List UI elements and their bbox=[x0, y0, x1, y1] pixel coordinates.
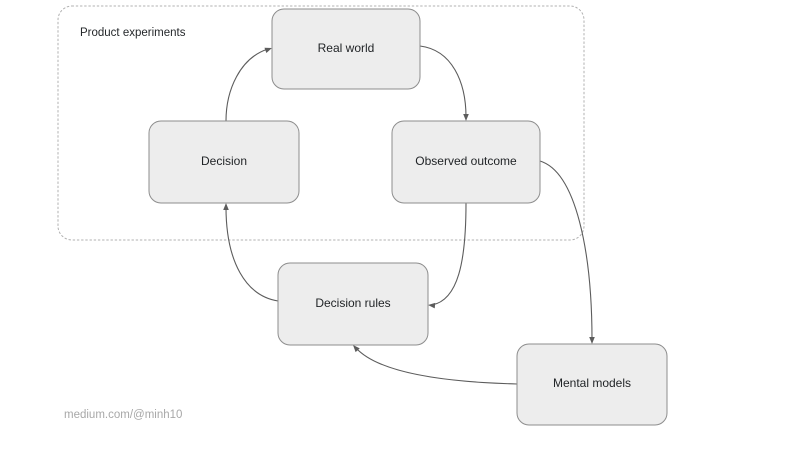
arrowhead-icon bbox=[264, 47, 272, 54]
node-shape[interactable] bbox=[271, 8, 421, 90]
edge-decision-rules-to-decision bbox=[223, 203, 279, 302]
arrowhead-icon bbox=[353, 345, 360, 353]
node-observed-outcome[interactable]: Observed outcome bbox=[391, 120, 541, 204]
node-shape[interactable] bbox=[277, 262, 429, 346]
arrowhead-icon bbox=[589, 337, 595, 344]
node-label: Real world bbox=[318, 41, 375, 55]
edge-path bbox=[355, 347, 518, 385]
node-decision-rules[interactable]: Decision rules bbox=[277, 262, 429, 346]
arrowhead-icon bbox=[463, 114, 469, 121]
node-shape[interactable] bbox=[391, 120, 541, 204]
node-decision[interactable]: Decision bbox=[148, 120, 300, 204]
edge-path bbox=[225, 206, 279, 302]
node-shape[interactable] bbox=[516, 343, 668, 426]
edge-decision-to-real-world bbox=[225, 47, 272, 122]
edge-real-world-to-observed-outcome bbox=[419, 45, 469, 121]
node-shape[interactable] bbox=[148, 120, 300, 204]
arrowhead-icon bbox=[223, 203, 229, 210]
arrowhead-icon bbox=[428, 302, 436, 309]
edge-observed-outcome-to-decision-rules bbox=[428, 202, 467, 309]
watermark-credit: medium.com/@minh10 bbox=[64, 409, 182, 421]
edge-observed-outcome-to-mental-models bbox=[539, 160, 595, 344]
edge-path bbox=[431, 202, 467, 306]
node-label: Mental models bbox=[553, 376, 631, 390]
edge-path bbox=[225, 48, 269, 122]
product-experiments-group-label: Product experiments bbox=[80, 27, 186, 39]
node-label: Decision bbox=[201, 154, 247, 168]
node-real-world[interactable]: Real world bbox=[271, 8, 421, 90]
edges-layer bbox=[223, 45, 595, 385]
edge-mental-models-to-decision-rules bbox=[353, 345, 518, 385]
node-mental-models[interactable]: Mental models bbox=[516, 343, 668, 426]
edge-path bbox=[419, 45, 467, 118]
edge-path bbox=[539, 160, 593, 341]
node-label: Decision rules bbox=[315, 296, 390, 310]
product-experiments-group-frame bbox=[57, 5, 585, 241]
node-label: Observed outcome bbox=[415, 154, 517, 168]
nodes-layer: Real world Decision Observed outcome Dec… bbox=[148, 8, 668, 426]
